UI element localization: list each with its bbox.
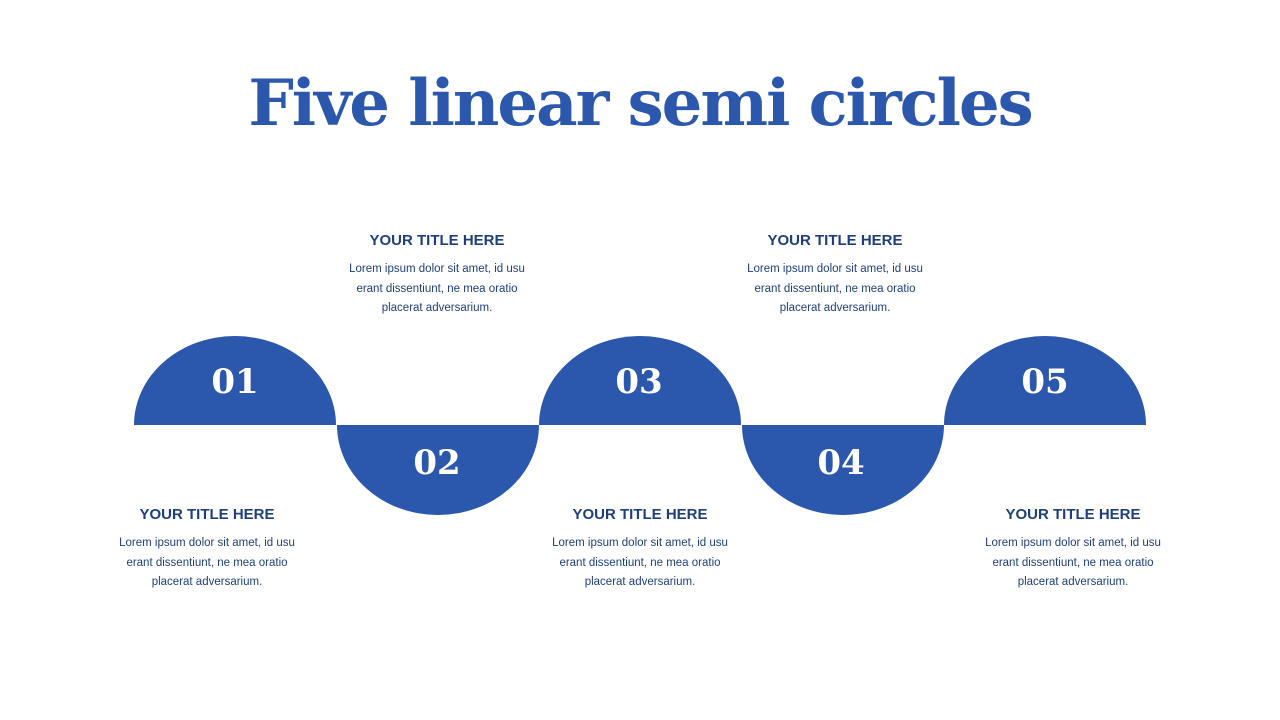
step-description: Lorem ipsum dolor sit amet, id usu erant… [552, 537, 728, 588]
step-number-03: 03 [615, 362, 662, 402]
semicircle-03 [539, 336, 741, 425]
semicircle-01 [134, 336, 336, 425]
step-text-01: YOUR TITLE HERE Lorem ipsum dolor sit am… [87, 506, 327, 593]
step-title: YOUR TITLE HERE [369, 232, 505, 249]
step-number-02: 02 [413, 443, 460, 483]
step-text-04: YOUR TITLE HERE Lorem ipsum dolor sit am… [715, 232, 955, 319]
step-description: Lorem ipsum dolor sit amet, id usu erant… [349, 263, 525, 314]
step-title: YOUR TITLE HERE [139, 506, 275, 523]
step-number-05: 05 [1021, 362, 1068, 402]
step-description: Lorem ipsum dolor sit amet, id usu erant… [985, 537, 1161, 588]
step-title: YOUR TITLE HERE [1005, 506, 1141, 523]
step-description: Lorem ipsum dolor sit amet, id usu erant… [119, 537, 295, 588]
step-title: YOUR TITLE HERE [572, 506, 708, 523]
step-title: YOUR TITLE HERE [767, 232, 903, 249]
step-text-02: YOUR TITLE HERE Lorem ipsum dolor sit am… [317, 232, 557, 319]
page-title: Five linear semi circles [248, 66, 1033, 141]
step-text-05: YOUR TITLE HERE Lorem ipsum dolor sit am… [953, 506, 1193, 593]
semicircle-04 [742, 425, 944, 515]
step-number-04: 04 [817, 443, 864, 483]
step-description: Lorem ipsum dolor sit amet, id usu erant… [747, 263, 923, 314]
semicircle-05 [944, 336, 1146, 425]
semicircle-02 [337, 425, 539, 515]
step-number-01: 01 [211, 362, 258, 402]
step-text-03: YOUR TITLE HERE Lorem ipsum dolor sit am… [520, 506, 760, 593]
